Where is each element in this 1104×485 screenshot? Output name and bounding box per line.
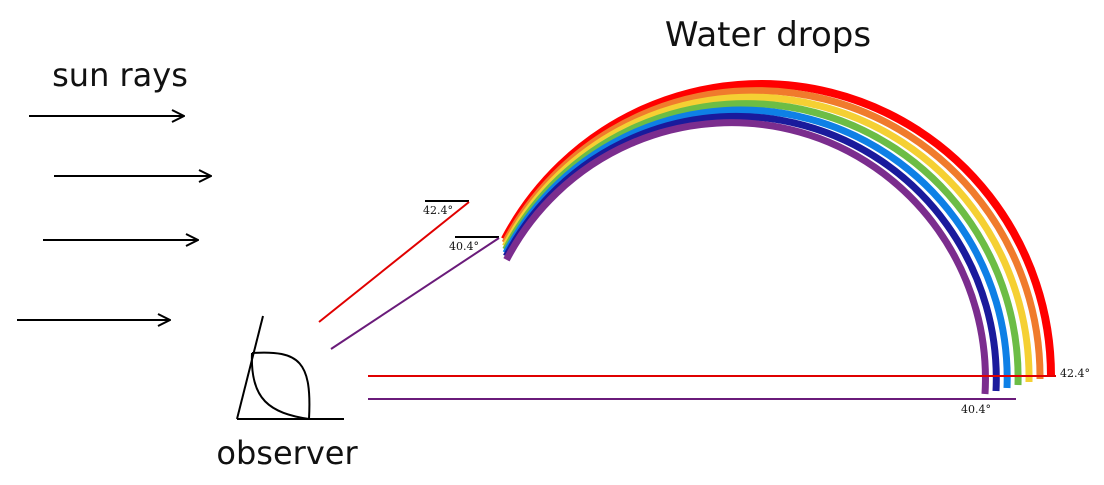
- rainbow-arc: [501, 80, 1055, 395]
- observer-eye-icon: [236, 315, 344, 420]
- diagram-title: Water drops: [665, 15, 871, 55]
- violet-ray-top: [330, 237, 500, 350]
- observer-label: observer: [216, 434, 358, 472]
- angle-label-violet-right: 40.4°: [961, 403, 991, 416]
- sun-ray-arrows: [17, 116, 211, 320]
- sun-rays-label: sun rays: [52, 56, 188, 94]
- rainbow-band-orange: [501, 87, 1044, 380]
- red-ray-top: [318, 201, 470, 323]
- angle-markers-top: [425, 200, 499, 238]
- rainbow-band-violet: [503, 119, 989, 395]
- angle-label-red-top: 42.4°: [423, 204, 453, 217]
- angle-label-violet-top: 40.4°: [449, 240, 479, 253]
- angle-label-red-right: 42.4°: [1060, 367, 1090, 380]
